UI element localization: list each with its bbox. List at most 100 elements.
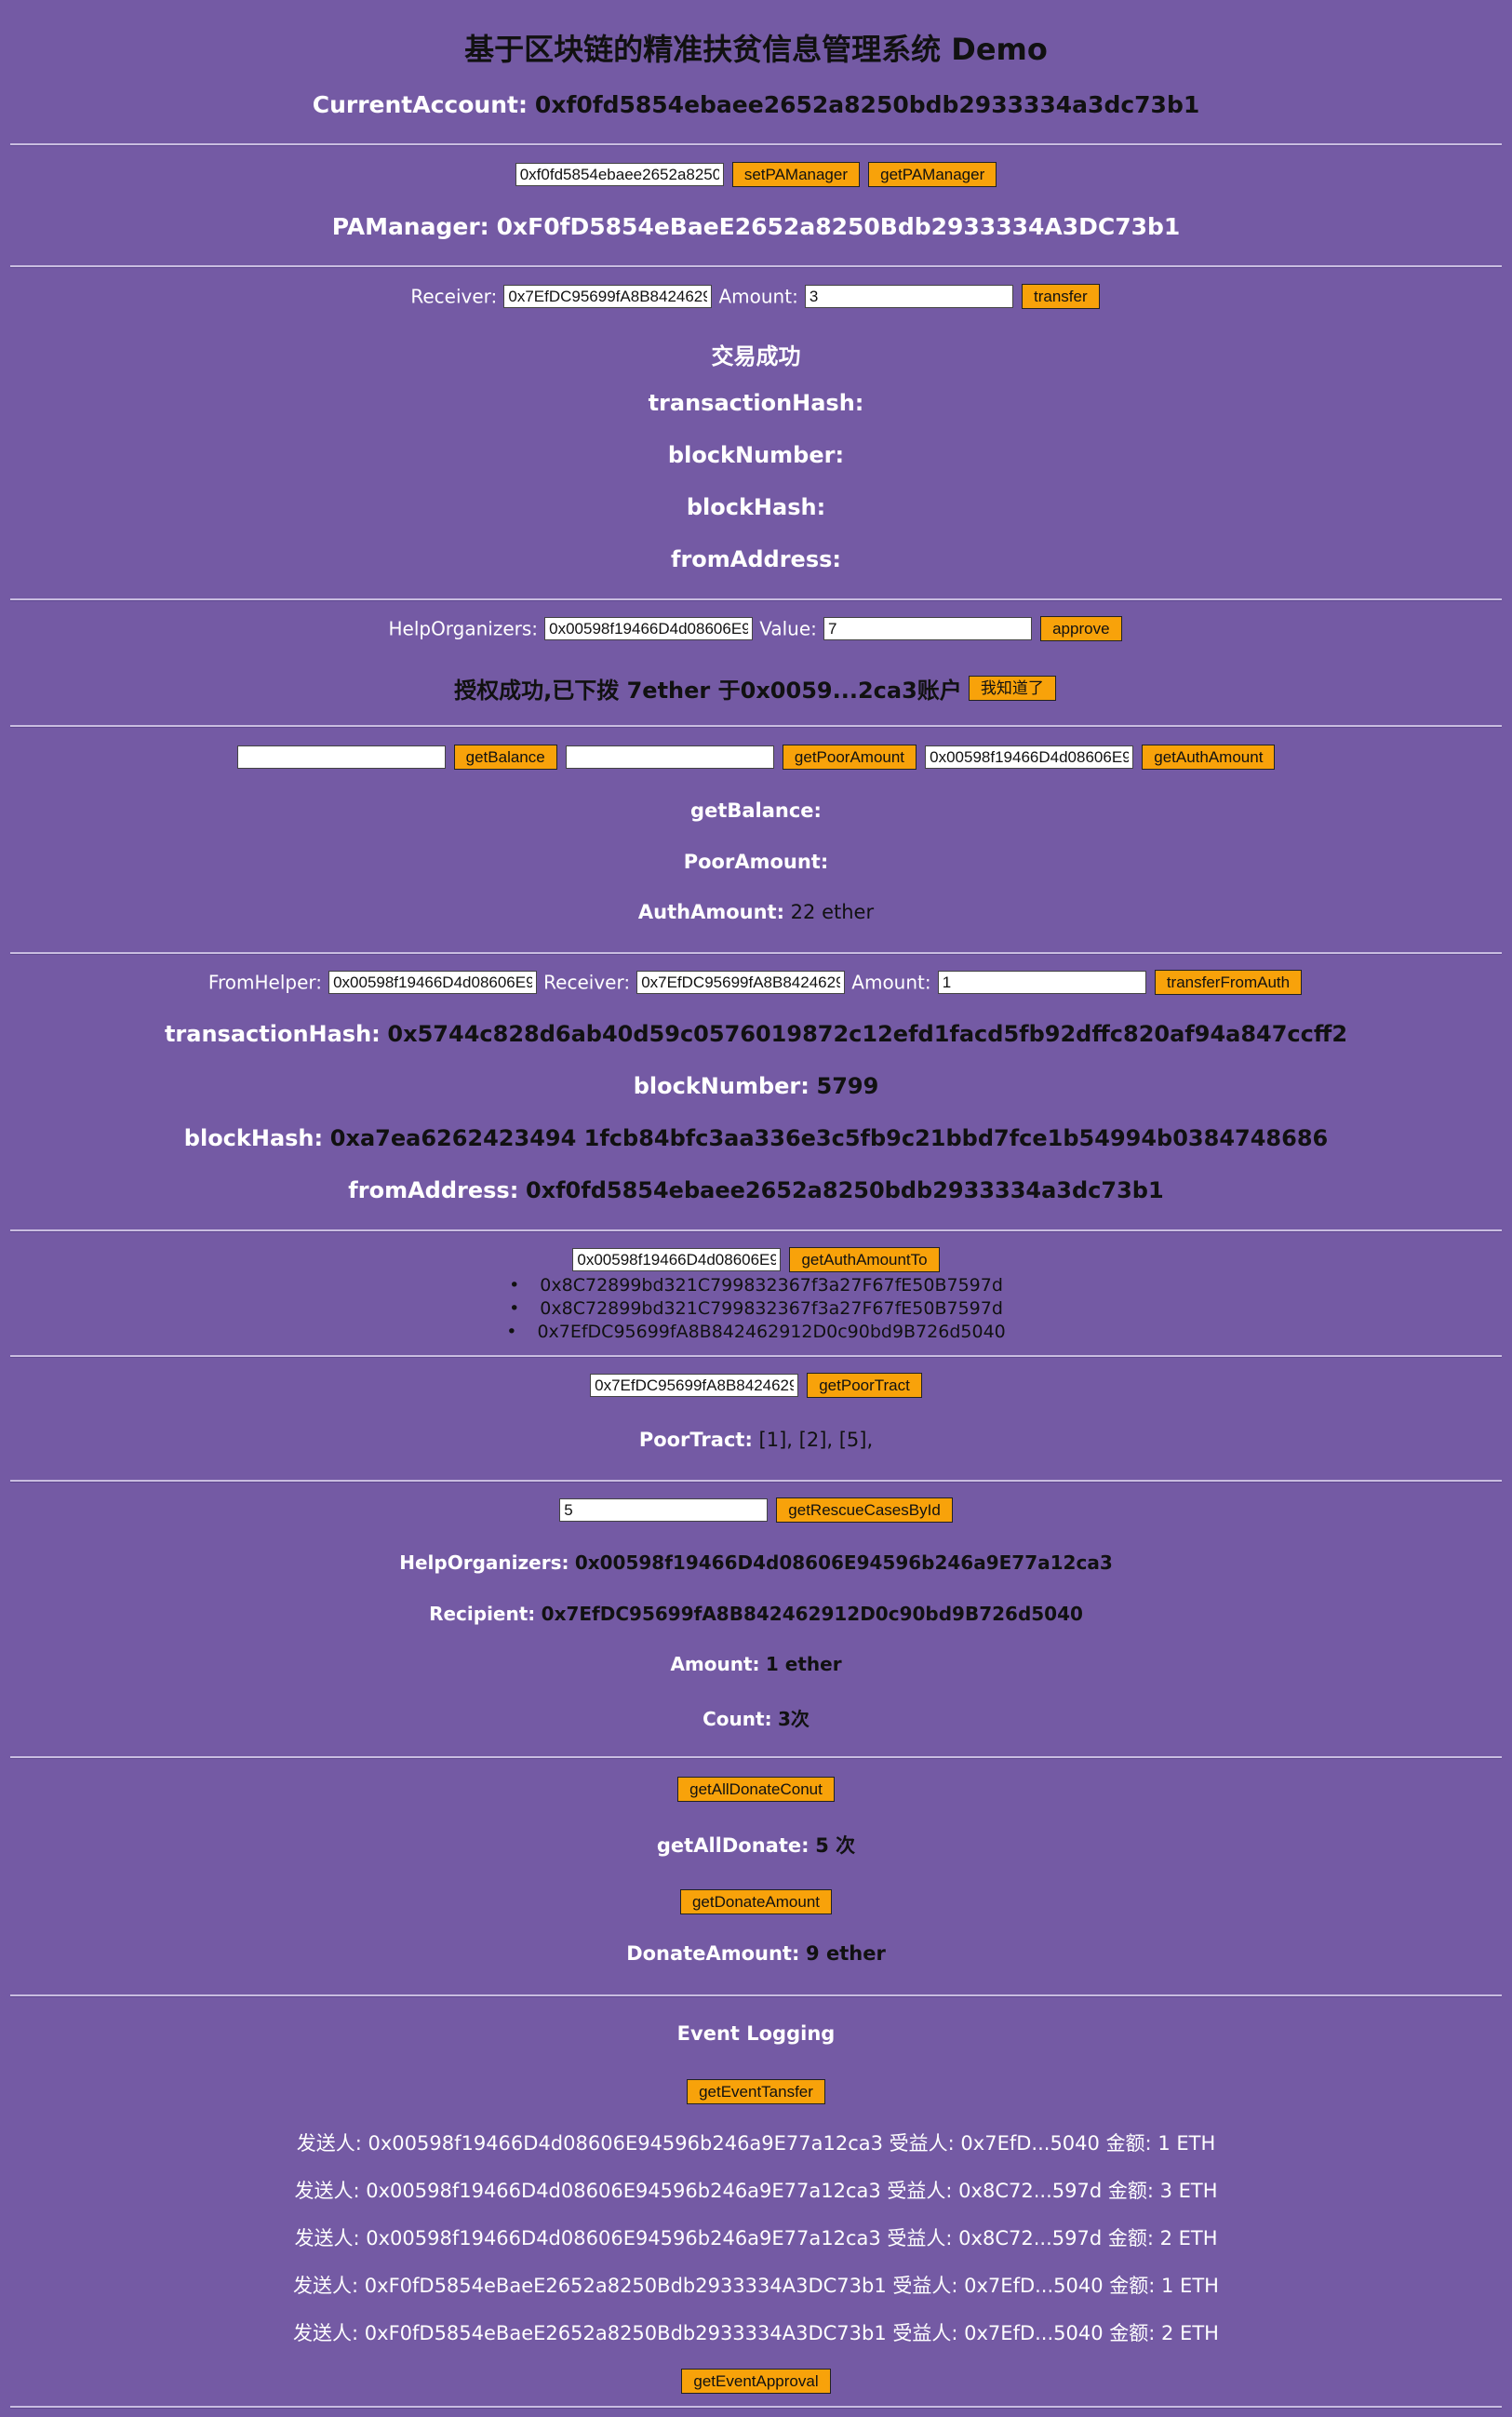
rescue-controls: getRescueCasesById (0, 1497, 1512, 1523)
transfer-from-block-hash: blockHash: 0xa7ea6262423494 1fcb84bfc3aa… (0, 1125, 1512, 1151)
tx-hash-label: transactionHash: (164, 1021, 381, 1047)
transfer-controls: Receiver: Amount: transfer (0, 284, 1512, 309)
balance-label: getBalance: (690, 799, 822, 822)
pa-manager-result: PAManager: 0xF0fD5854eBaeE2652a8250Bdb29… (0, 213, 1512, 240)
transfer-success: 交易成功 (711, 343, 801, 369)
approve-message: 授权成功,已下拨 7ether 于0x0059...2ca3账户 (454, 678, 962, 704)
transfer-tx-hash-label: transactionHash: (648, 390, 864, 416)
divider (10, 1756, 1502, 1759)
auth-amount-input[interactable] (925, 745, 1134, 769)
get-event-transfer-button[interactable]: getEventTansfer (687, 2079, 825, 2104)
list-item: •0x7EfDC95699fA8B842462912D0c90bd9B726d5… (506, 1322, 1006, 1342)
donate-all-result: getAllDonate: 5 次 (0, 1831, 1512, 1859)
event-logging-title: Event Logging (676, 2022, 836, 2045)
transfer-from-auth-button[interactable]: transferFromAuth (1154, 970, 1303, 995)
divider (10, 952, 1502, 955)
page-title: 基于区块链的精准扶贫信息管理系统 Demo (464, 32, 1048, 67)
transfer-from-from-address: fromAddress: 0xf0fd5854ebaee2652a8250bdb… (0, 1177, 1512, 1203)
acknowledge-button[interactable]: 我知道了 (968, 676, 1056, 701)
amount-label: Amount: (718, 285, 798, 308)
list-item: •0x8C72899bd321C799832367f3a27F67fE50B75… (509, 1275, 1003, 1296)
event-log-line: 发送人: 0xF0fD5854eBaeE2652a8250Bdb2933334A… (293, 2322, 1219, 2344)
divider (10, 725, 1502, 728)
get-pa-manager-button[interactable]: getPAManager (868, 162, 997, 187)
get-donate-amount-button[interactable]: getDonateAmount (679, 1889, 833, 1914)
list-item-text: 0x7EfDC95699fA8B842462912D0c90bd9B726d50… (537, 1322, 1006, 1342)
donate-all-label: getAllDonate: (656, 1834, 810, 1857)
amount-input[interactable] (804, 285, 1013, 308)
transfer-from-controls: FromHelper: Receiver: Amount: transferFr… (0, 970, 1512, 995)
get-balance-button[interactable]: getBalance (453, 745, 557, 770)
donate-amount-value: 9 ether (806, 1942, 886, 1965)
approve-controls: HelpOrganizers: Value: approve (0, 616, 1512, 641)
donate-all-controls: getAllDonateConut (0, 1777, 1512, 1802)
get-all-donate-count-button[interactable]: getAllDonateConut (677, 1777, 835, 1802)
pa-manager-value: 0xF0fD5854eBaeE2652a8250Bdb2933334A3DC73… (496, 213, 1181, 240)
current-account: CurrentAccount: 0xf0fd5854ebaee2652a8250… (0, 91, 1512, 118)
from-address-value: 0xf0fd5854ebaee2652a8250bdb2933334a3dc73… (525, 1177, 1164, 1203)
value-input[interactable] (823, 617, 1032, 640)
event-log-line: 发送人: 0x00598f19466D4d08606E94596b246a9E7… (294, 2227, 1218, 2249)
rescue-id-input[interactable] (559, 1498, 769, 1522)
transfer-block-hash-label: blockHash: (686, 494, 826, 520)
receiver-label: Receiver: (543, 971, 631, 994)
list-item-text: 0x8C72899bd321C799832367f3a27F67fE50B759… (540, 1275, 1003, 1296)
set-pa-manager-button[interactable]: setPAManager (731, 162, 861, 187)
receiver-input[interactable] (503, 285, 713, 308)
poor-tract-result: PoorTract: [1], [2], [5], (0, 1429, 1512, 1451)
donate-all-value: 5 次 (815, 1834, 856, 1857)
help-organizers-input[interactable] (544, 617, 754, 640)
list-item: •0x8C72899bd321C799832367f3a27F67fE50B75… (509, 1298, 1003, 1319)
get-auth-amount-button[interactable]: getAuthAmount (1142, 745, 1276, 770)
divider (10, 265, 1502, 268)
approve-message-row: 授权成功,已下拨 7ether 于0x0059...2ca3账户 我知道了 (0, 672, 1512, 705)
transfer-button[interactable]: transfer (1022, 284, 1100, 309)
rescue-amount-value: 1 ether (765, 1653, 842, 1675)
auth-to-list: •0x8C72899bd321C799832367f3a27F67fE50B75… (0, 1274, 1512, 1344)
block-number-value: 5799 (816, 1073, 879, 1099)
event-approval-controls: getEventApproval (0, 2369, 1512, 2394)
get-poor-tract-button[interactable]: getPoorTract (807, 1373, 922, 1398)
donate-amount-label: DonateAmount: (626, 1942, 800, 1965)
auth-amount-value: 22 ether (790, 901, 875, 923)
donate-amount-result: DonateAmount: 9 ether (0, 1942, 1512, 1965)
get-auth-amount-to-button[interactable]: getAuthAmountTo (789, 1247, 940, 1272)
divider (10, 1994, 1502, 1997)
rescue-recipient-label: Recipient: (429, 1603, 536, 1625)
amount-input[interactable] (937, 971, 1146, 994)
event-transfer-controls: getEventTansfer (0, 2079, 1512, 2104)
poor-amount-input[interactable] (565, 745, 774, 769)
get-poor-amount-button[interactable]: getPoorAmount (782, 745, 917, 770)
auth-to-input[interactable] (572, 1248, 782, 1271)
receiver-label: Receiver: (410, 285, 498, 308)
block-hash-value: 0xa7ea6262423494 1fcb84bfc3aa336e3c5fb9c… (329, 1125, 1329, 1151)
divider (10, 1480, 1502, 1483)
rescue-help-organizers: HelpOrganizers: 0x00598f19466D4d08606E94… (0, 1551, 1512, 1574)
from-address-label: fromAddress: (348, 1177, 519, 1203)
transfer-from-tx-hash: transactionHash: 0x5744c828d6ab40d59c057… (0, 1021, 1512, 1047)
receiver-input[interactable] (636, 971, 846, 994)
poor-tract-controls: getPoorTract (0, 1373, 1512, 1398)
tx-hash-value: 0x5744c828d6ab40d59c0576019872c12efd1fac… (387, 1021, 1348, 1047)
auth-amount-result: AuthAmount: 22 ether (0, 901, 1512, 923)
rescue-count-label: Count: (702, 1708, 772, 1730)
pa-manager-label: PAManager: (331, 213, 489, 240)
rescue-help-label: HelpOrganizers: (399, 1551, 569, 1574)
rescue-count: Count: 3次 (0, 1704, 1512, 1731)
current-account-value: 0xf0fd5854ebaee2652a8250bdb2933334a3dc73… (534, 91, 1200, 118)
block-hash-label: blockHash: (183, 1125, 324, 1151)
from-helper-input[interactable] (328, 971, 538, 994)
approve-button[interactable]: approve (1040, 616, 1122, 641)
amount-label: Amount: (851, 971, 931, 994)
get-event-approval-button[interactable]: getEventApproval (681, 2369, 831, 2394)
block-number-label: blockNumber: (633, 1073, 810, 1099)
event-log-line: 发送人: 0x00598f19466D4d08606E94596b246a9E7… (294, 2180, 1218, 2202)
rescue-recipient-value: 0x7EfDC95699fA8B842462912D0c90bd9B726d50… (541, 1603, 1083, 1625)
get-rescue-cases-button[interactable]: getRescueCasesById (776, 1497, 953, 1523)
pa-manager-input[interactable] (515, 163, 724, 186)
balance-input[interactable] (236, 745, 446, 769)
poor-tract-input[interactable] (590, 1374, 799, 1397)
rescue-recipient: Recipient: 0x7EfDC95699fA8B842462912D0c9… (0, 1603, 1512, 1625)
event-log-line: 发送人: 0x00598f19466D4d08606E94596b246a9E7… (296, 2132, 1216, 2155)
